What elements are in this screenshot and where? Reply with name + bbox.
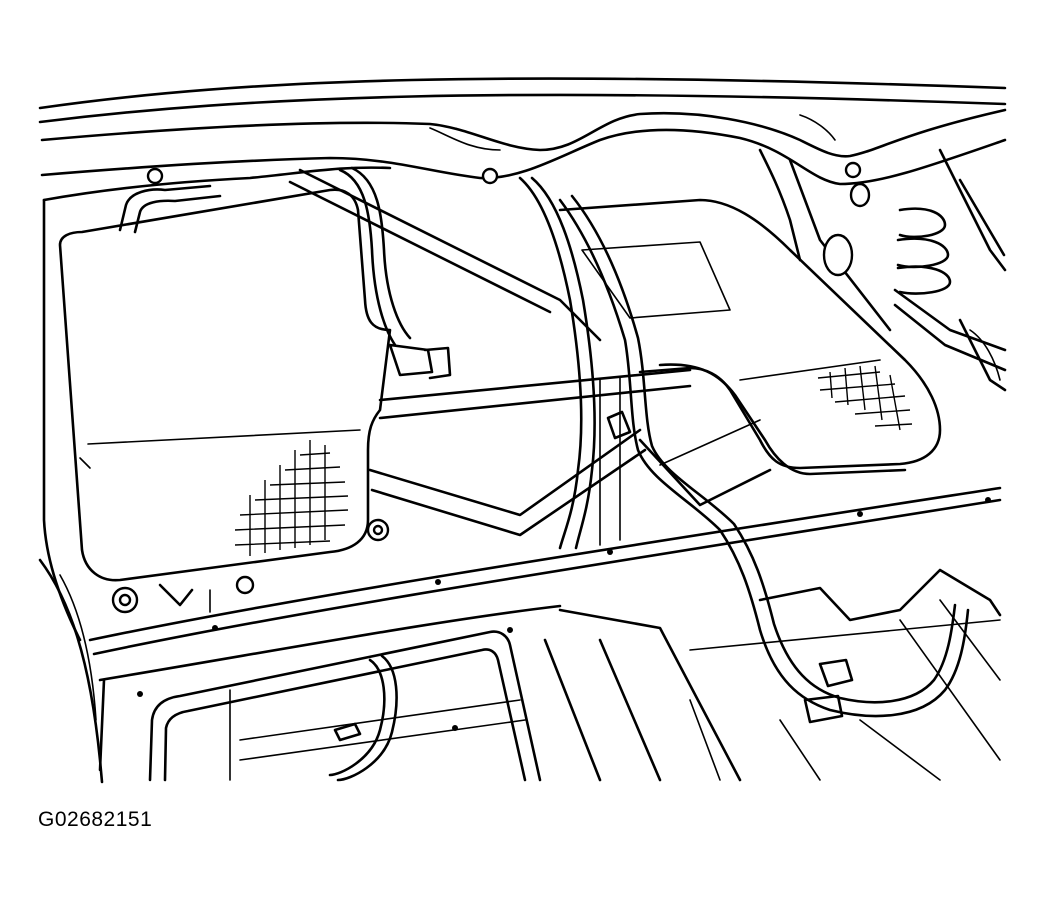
panel-bracket: [118, 184, 222, 234]
right-side-structure: [758, 148, 1007, 392]
right-plate-crosshatch: [817, 365, 913, 431]
fasteners: [111, 518, 390, 614]
roof-header-lines: [38, 77, 1007, 202]
lower-opening: [148, 630, 542, 782]
lower-floor-structure: [543, 568, 1002, 782]
left-cover-panel: [58, 188, 392, 582]
figure-id-label: G02682151: [38, 808, 153, 831]
left-panel-crosshatch: [234, 440, 349, 556]
left-pillar: [38, 198, 104, 784]
crossmember-struts: [288, 168, 772, 546]
center-cable-harness: [518, 176, 970, 718]
header-bolt-heads: [146, 161, 862, 185]
right-cover-plate: [558, 198, 942, 476]
cable-clips: [606, 410, 854, 724]
reservoir-hose: [338, 166, 452, 380]
cowl-rivets: [137, 497, 991, 731]
cowl-panel: [88, 486, 1002, 772]
